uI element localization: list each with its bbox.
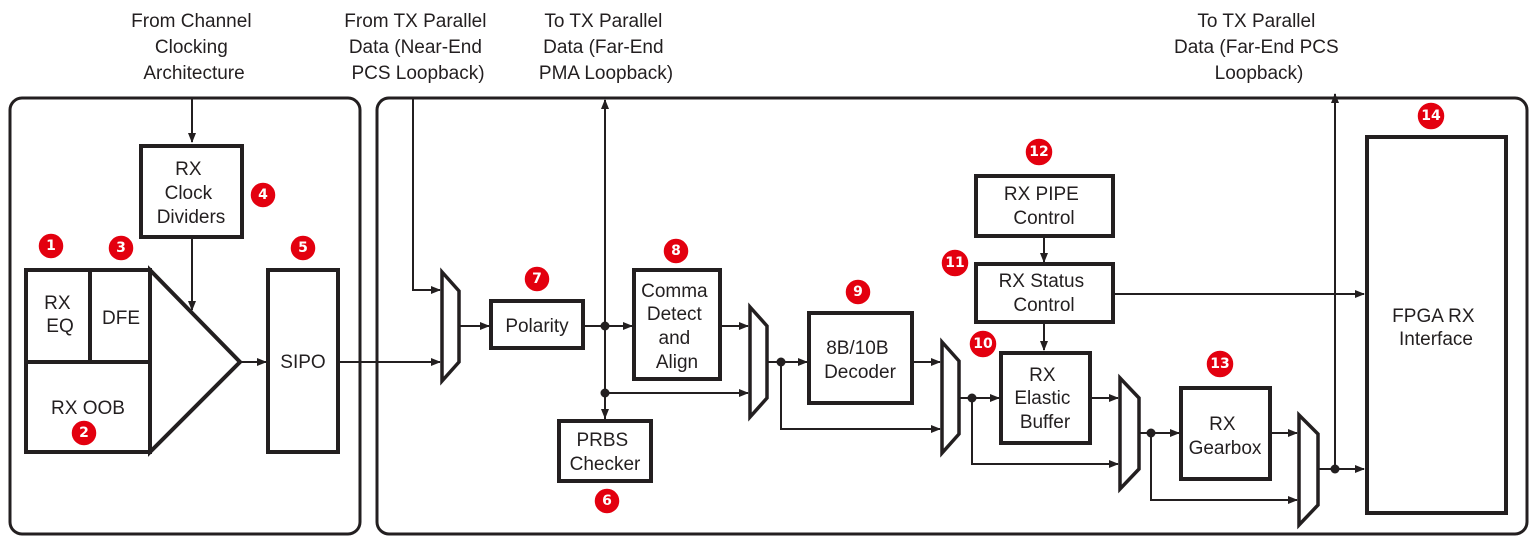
block-rx-elastic-buffer: RX Elastic Buffer: [999, 351, 1092, 445]
badge-10: 10: [968, 329, 998, 359]
wire-gearbox-bypass: [1150, 433, 1298, 504]
wire-elastic-bypass: [971, 398, 1119, 468]
block-rx-oob: RX OOB: [51, 398, 125, 419]
svg-text:1: 1: [46, 238, 56, 254]
junction-dot: [600, 388, 610, 398]
label-channel-clocking: From Channel Clocking Architecture: [131, 11, 257, 84]
svg-text:RX Elastic Buffer: RX Elastic Buffer: [1014, 365, 1075, 433]
junction-dot: [1146, 428, 1156, 438]
badge-4: 4: [249, 181, 277, 209]
rx-amplifier: [148, 265, 243, 457]
svg-text:PRBS Checker: PRBS Checker: [570, 430, 641, 475]
svg-text:2: 2: [79, 425, 89, 441]
svg-text:RX Status Control: RX Status Control: [999, 271, 1090, 316]
svg-text:RX EQ: RX EQ: [44, 293, 76, 337]
svg-text:Polarity: Polarity: [505, 316, 569, 337]
svg-text:10: 10: [973, 336, 993, 352]
badge-3: 3: [107, 234, 135, 262]
badge-13: 13: [1205, 349, 1235, 379]
pma-frame: [8, 96, 362, 536]
badge-12: 12: [1024, 137, 1054, 167]
block-rx-clock-dividers: RX Clock Dividers: [139, 144, 244, 239]
block-8b10b-decoder: 8B/10B Decoder: [807, 311, 914, 405]
svg-text:RX Clock Dividers: RX Clock Dividers: [157, 159, 226, 228]
junction-dot: [1330, 464, 1340, 474]
block-comma-detect-align: Comma Detect and Align: [632, 268, 722, 381]
label-far-end-pma-loopback: To TX Parallel Data (Far-End PMA Loopbac…: [539, 11, 673, 84]
block-polarity: Polarity: [489, 299, 585, 350]
svg-text:RX Gearbox: RX Gearbox: [1189, 414, 1262, 459]
junction-dot: [967, 393, 977, 403]
badge-11: 11: [940, 248, 970, 278]
badge-7: 7: [523, 265, 551, 293]
svg-text:DFE: DFE: [102, 308, 140, 329]
svg-text:12: 12: [1029, 144, 1048, 160]
mux-loopback-select: [440, 267, 461, 386]
svg-text:FPGA RX Interface: FPGA RX Interface: [1392, 306, 1480, 350]
svg-text:9: 9: [853, 284, 863, 300]
badge-14: 14: [1416, 101, 1446, 131]
svg-text:3: 3: [116, 240, 126, 256]
badge-8: 8: [662, 237, 690, 265]
wire-near-end-loopback: [412, 98, 441, 294]
label-near-end-pcs-loopback: From TX Parallel Data (Near-End PCS Loop…: [344, 11, 491, 84]
svg-text:Comma Detect and: Comma Detect and Align: [641, 281, 713, 373]
svg-text:8B/10B Decoder: 8B/10B Decoder: [824, 338, 896, 383]
svg-text:5: 5: [298, 240, 308, 256]
badge-1: 1: [37, 232, 65, 260]
block-fpga-rx-interface: FPGA RX Interface: [1365, 135, 1508, 515]
svg-text:8: 8: [671, 243, 681, 259]
svg-text:RX PIPE Control: RX PIPE Control: [1004, 184, 1084, 229]
badge-2: 2: [70, 419, 98, 447]
mux-gearbox-bypass: [1297, 410, 1320, 530]
svg-text:13: 13: [1210, 356, 1229, 372]
badge-9: 9: [844, 278, 872, 306]
svg-text:6: 6: [602, 493, 612, 509]
junction-dot: [776, 357, 786, 367]
block-dfe: DFE: [102, 308, 140, 329]
block-sipo: SIPO: [266, 268, 340, 454]
mux-decoder-bypass: [940, 337, 961, 458]
block-rx-pipe-control: RX PIPE Control: [974, 174, 1115, 238]
badge-5: 5: [289, 234, 317, 262]
svg-text:14: 14: [1421, 108, 1441, 124]
wire-decoder-bypass: [780, 362, 941, 433]
mux-comma-bypass: [748, 302, 769, 422]
svg-text:RX OOB: RX OOB: [51, 398, 125, 419]
badge-6: 6: [593, 487, 621, 515]
junction-dot: [600, 321, 610, 331]
block-prbs-checker: PRBS Checker: [557, 419, 653, 483]
svg-text:4: 4: [258, 187, 268, 203]
svg-text:SIPO: SIPO: [280, 352, 325, 373]
label-far-end-pcs-loopback: To TX Parallel Data (Far-End PCS Loopbac…: [1174, 11, 1344, 84]
svg-text:11: 11: [945, 255, 964, 271]
block-rx-gearbox: RX Gearbox: [1179, 386, 1272, 481]
mux-elastic-bypass: [1118, 373, 1141, 494]
block-rx-eq: RX EQ: [44, 293, 76, 337]
block-rx-status-control: RX Status Control: [974, 262, 1115, 324]
svg-text:7: 7: [532, 271, 542, 287]
pcs-frame: [375, 96, 1529, 536]
